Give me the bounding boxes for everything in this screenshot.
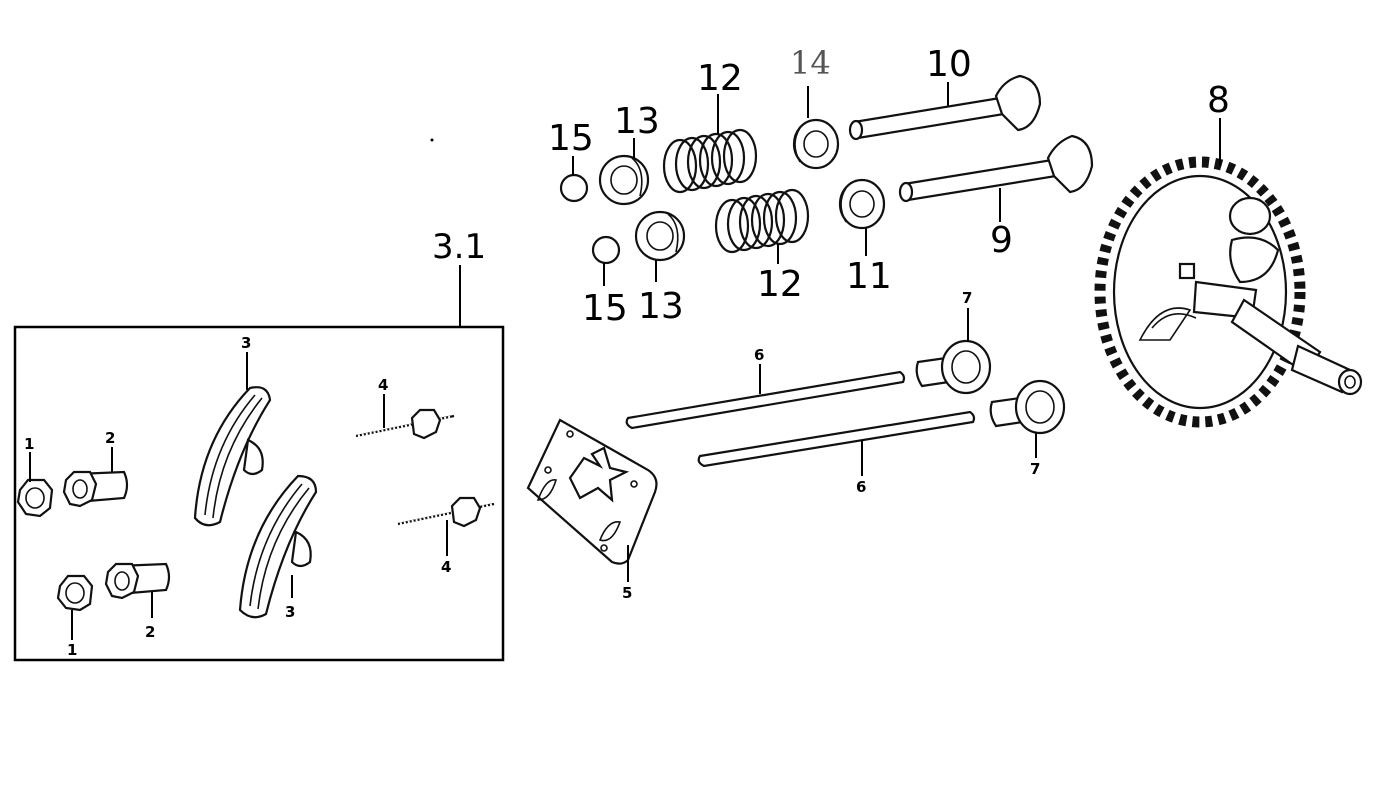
exhaust-valve-callout: 10 <box>926 44 972 85</box>
tappet-bottom <box>989 379 1066 435</box>
pushrod-guide-plate <box>526 418 658 565</box>
spring-retainer-bottom <box>634 210 686 262</box>
spring-retainer-top <box>598 154 650 206</box>
retainer-top-callout: 13 <box>614 101 660 142</box>
rocker-nut-bottom <box>56 574 94 612</box>
pivot-bottom-callout: 2 <box>145 623 155 641</box>
exhaust-valve <box>848 74 1042 141</box>
tappet-bottom-callout: 7 <box>1030 460 1040 478</box>
nut-top-callout: 1 <box>24 435 34 453</box>
guide-plate-callout: 5 <box>622 584 632 602</box>
rocker-pivot-top <box>62 470 129 508</box>
rocker-arm-bottom <box>238 474 318 619</box>
nut-bottom-callout: 1 <box>67 641 77 659</box>
assembly-callout: 3.1 <box>432 227 486 267</box>
valve-collet-top <box>559 173 589 203</box>
valve-collet-bottom <box>591 235 621 265</box>
camshaft-gear <box>1094 156 1363 428</box>
rocker-stud-bottom <box>397 496 495 528</box>
pushrod-bottom <box>697 410 976 468</box>
pushrod-top-callout: 6 <box>754 346 764 364</box>
rocker-nut-top <box>16 478 54 518</box>
rocker-assembly-inset: 3.1 1 1 2 2 <box>13 227 505 662</box>
intake-valve-callout: 9 <box>990 220 1013 261</box>
pushrod-top <box>625 370 906 430</box>
seal-callout: 14 <box>790 44 831 82</box>
valve-seat <box>838 178 886 230</box>
seat-callout: 11 <box>846 256 892 297</box>
intake-valve <box>898 134 1094 203</box>
spring-bottom-callout: 12 <box>757 264 803 305</box>
rocker-arm-top <box>193 386 272 527</box>
camshaft-callout: 8 <box>1207 80 1230 121</box>
tappet-top <box>915 339 992 395</box>
spring-top-callout: 12 <box>697 58 743 99</box>
valve-spring-top <box>662 128 758 194</box>
rocker-stud-top <box>355 408 455 440</box>
rocker-bottom-callout: 3 <box>285 603 295 621</box>
collet-top-callout: 15 <box>548 118 594 159</box>
collet-bottom-callout: 15 <box>582 288 628 329</box>
speck <box>430 138 434 142</box>
pivot-top-callout: 2 <box>105 429 115 447</box>
pushrod-bottom-callout: 6 <box>856 478 866 496</box>
tappet-top-callout: 7 <box>962 289 972 307</box>
stud-top-callout: 4 <box>378 376 388 394</box>
stud-bottom-callout: 4 <box>441 558 451 576</box>
rocker-top-callout: 3 <box>241 334 251 352</box>
valve-spring-bottom <box>714 188 810 254</box>
rocker-pivot-bottom <box>104 562 171 600</box>
retainer-bottom-callout: 13 <box>638 286 684 327</box>
valve-seal <box>792 118 840 170</box>
